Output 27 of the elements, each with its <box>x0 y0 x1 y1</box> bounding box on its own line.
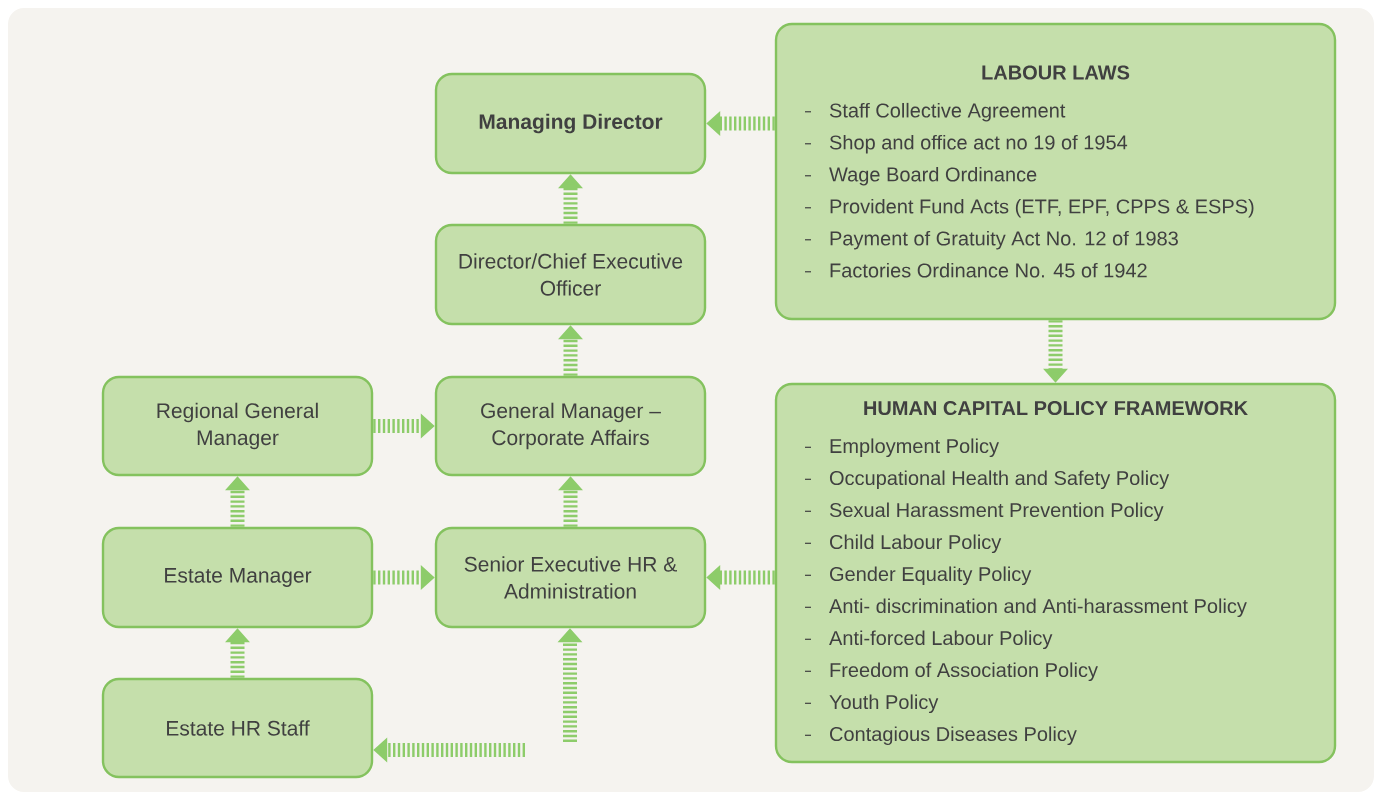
panel-heading: HUMAN CAPITAL POLICY FRAMEWORK <box>864 400 1248 416</box>
process-box: Director/Chief Executive Officer <box>434 223 707 326</box>
panel-heading: LABOUR LAWS <box>982 65 1130 80</box>
list-item: Anti- discrimination and Anti-harassment Policy <box>804 598 1247 618</box>
list-item: Contagious Diseases Policy <box>804 726 1077 746</box>
process-box: Senior Executive HR & Administration <box>434 526 707 629</box>
list-panel <box>774 382 1337 764</box>
list-item: Factories Ordinance No. 45 of 1942 <box>804 262 1147 278</box>
process-box: Managing Director <box>434 72 707 175</box>
list-panel <box>774 22 1337 321</box>
process-box: Estate Manager <box>101 526 374 629</box>
process-box: Estate HR Staff <box>101 677 374 779</box>
list-item: Gender Equality Policy <box>804 566 1032 586</box>
list-item: Employment Policy <box>804 438 999 458</box>
list-item: Youth Policy <box>804 694 939 714</box>
list-item: Payment of Gratuity Act No. 12 of 1983 <box>804 230 1178 250</box>
list-item: Staff Collective Agreement <box>804 102 1066 122</box>
list-item: Sexual Harassment Prevention Policy <box>804 502 1164 522</box>
list-item: Shop and office act no 19 of 1954 <box>804 134 1128 154</box>
list-item: Occupational Health and Safety Policy <box>804 470 1170 490</box>
process-box: Regional General Manager <box>101 375 374 477</box>
process-box: General Manager – Corporate Affairs <box>434 375 707 477</box>
list-item: Anti-forced Labour Policy <box>804 630 1053 650</box>
list-item: Child Labour Policy <box>804 534 1002 554</box>
list-item: Wage Board Ordinance <box>804 166 1037 186</box>
list-item: Freedom of Association Policy <box>804 662 1098 682</box>
list-item: Provident Fund Acts (ETF, EPF, CPPS & ESPS) <box>804 198 1254 218</box>
